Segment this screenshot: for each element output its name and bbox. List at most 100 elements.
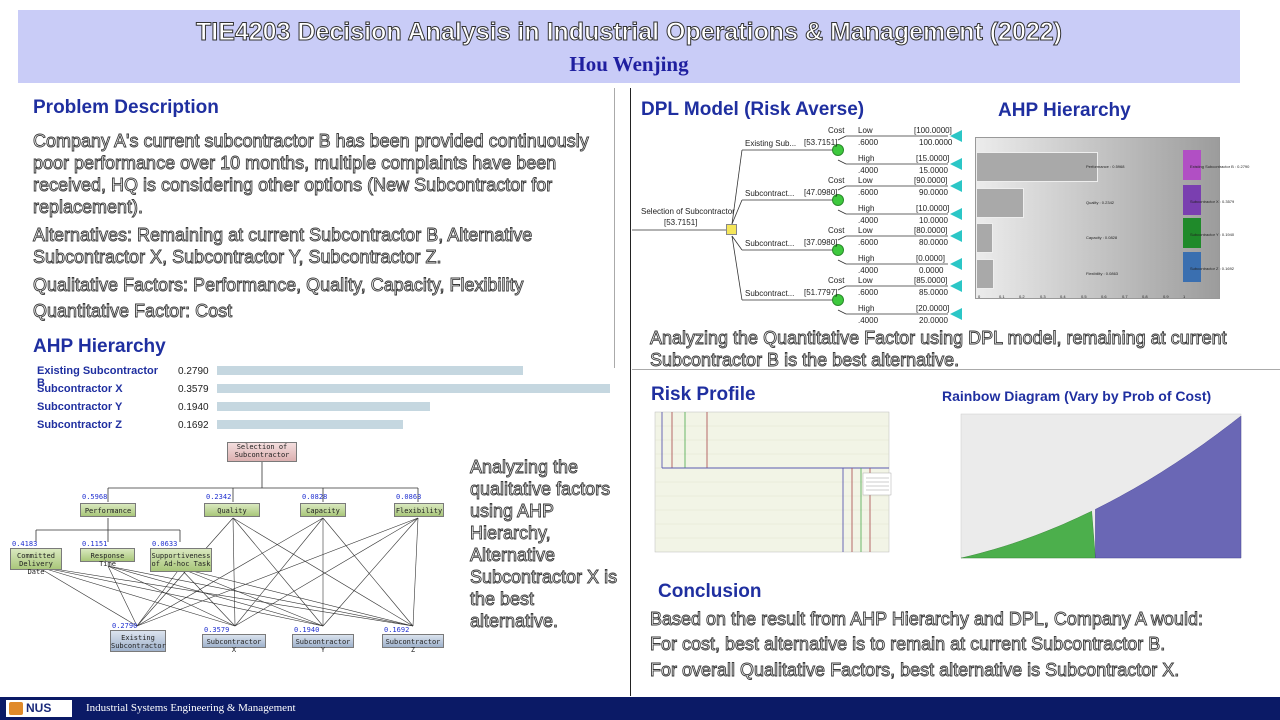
dpl-high-label: High <box>858 254 875 263</box>
dpl-high-bracket: [15.0000] <box>916 154 950 163</box>
alternatives-paragraph: Alternatives: Remaining at current Subco… <box>33 225 533 268</box>
ahp-row-name: Existing Subcontractor B <box>37 365 159 389</box>
rainbow-area-existing <box>960 510 1096 559</box>
dpl-heading: DPL Model (Risk Averse) <box>641 99 865 120</box>
ahp-alternative-label: Existing Subcontractor B : 0.2790 <box>1190 164 1250 169</box>
ahp-axis-tick: 1 <box>1183 294 1186 299</box>
dpl-p-low: .6000 <box>858 138 879 147</box>
dpl-high-value: 10.0000 <box>919 216 948 225</box>
dpl-cost-label: Cost <box>828 276 845 285</box>
dpl-p-low: .6000 <box>858 238 879 247</box>
dpl-tree-line <box>837 209 847 215</box>
dpl-low-label: Low <box>858 226 873 235</box>
ahp-row-bar <box>217 366 523 375</box>
nus-crest-icon <box>9 702 23 715</box>
dpl-branch-value: [51.7797] <box>804 288 838 297</box>
dpl-high-label: High <box>858 204 875 213</box>
conclusion-line-2: For cost, best alternative is to remain … <box>650 634 1166 655</box>
subcriterion-label: Supportiveness of Ad-hoc Task <box>151 552 211 568</box>
alternative-weight: 0.1940 <box>294 626 320 634</box>
criterion-node: Capacity <box>300 503 346 517</box>
alternative-node: Subcontractor Z <box>382 634 444 654</box>
dpl-tree-line <box>837 159 847 165</box>
subcriterion-weight: 0.0633 <box>152 540 178 548</box>
ahp-axis-tick: 0 <box>978 294 981 299</box>
ahp-criterion-label: Quality : 0.2342 <box>1086 200 1115 205</box>
endpoint-triangle-icon <box>950 308 962 320</box>
dpl-tree-line <box>837 259 847 265</box>
dpl-high-bracket: [20.0000] <box>916 304 950 313</box>
nus-logo: NUS <box>6 700 72 717</box>
ahp-criterion-bar <box>976 259 994 289</box>
criterion-label: Quality <box>217 507 247 515</box>
ahp-alternative-label: Subcontractor X : 0.3579 <box>1190 199 1235 204</box>
ahp-alternative-swatch <box>1183 185 1201 215</box>
dpl-branch-name: Subcontract... <box>745 239 795 248</box>
dpl-low-value: 85.0000 <box>919 288 948 297</box>
alternative-node: Subcontractor X <box>202 634 266 654</box>
ahp-criterion-bar <box>976 223 993 253</box>
quantitative-paragraph: Quantitative Factor: Cost <box>33 301 233 322</box>
ahp-axis-tick: 0.8 <box>1142 294 1148 299</box>
dpl-high-value: 20.0000 <box>919 316 948 325</box>
dpl-cost-label: Cost <box>828 126 845 135</box>
ahp-row-name: Subcontractor Y <box>37 401 123 413</box>
problem-heading: Problem Description <box>33 97 219 118</box>
ahp-criterion-bar <box>976 188 1024 218</box>
alternative-weight: 0.3579 <box>204 626 230 634</box>
dpl-low-bracket: [85.0000] <box>914 276 948 285</box>
ahp-alternative-swatch <box>1183 150 1201 180</box>
chance-node-icon <box>832 294 844 306</box>
ahp-row-bar <box>217 384 610 393</box>
ahp-row-bar <box>217 402 430 411</box>
ahp-axis-tick: 0.5 <box>1081 294 1087 299</box>
endpoint-triangle-icon <box>950 280 962 292</box>
ahp-criterion-label: Performance : 0.5968 <box>1086 164 1125 169</box>
vertical-divider-upper <box>614 88 615 368</box>
subcriterion-node: Committed Delivery Date <box>10 548 62 576</box>
dpl-low-value: 90.0000 <box>919 188 948 197</box>
alternative-node: Existing Subcontractor <box>110 630 166 652</box>
subcriterion-node: Response Time <box>80 548 135 568</box>
dpl-tree-line <box>837 309 847 315</box>
ahp-criterion-label: Capacity : 0.0828 <box>1086 235 1118 240</box>
decision-node-icon <box>726 224 737 235</box>
ahp-row-value: 0.1940 <box>178 402 209 413</box>
ahp-axis-tick: 0.1 <box>999 294 1005 299</box>
qualitative-paragraph: Qualitative Factors: Performance, Qualit… <box>33 275 524 296</box>
problem-paragraph: Company A's current subcontractor B has … <box>33 131 590 218</box>
vertical-divider <box>630 88 631 696</box>
dpl-low-label: Low <box>858 276 873 285</box>
dpl-branch-value: [37.0980] <box>804 238 838 247</box>
conclusion-line-1: Based on the result from AHP Hierarchy a… <box>650 609 1204 630</box>
risk-profile-chart <box>645 410 893 558</box>
chance-node-icon <box>832 244 844 256</box>
ahp-criterion-label: Flexibility : 0.0863 <box>1086 271 1119 276</box>
dpl-tree-lines <box>632 135 948 315</box>
ahp-row-name: Subcontractor Z <box>37 419 122 431</box>
ahp-left-heading: AHP Hierarchy <box>33 336 166 357</box>
dpl-p-high: .4000 <box>858 266 879 275</box>
ahp-alternative-label: Subcontractor Z : 0.1692 <box>1190 266 1235 271</box>
dpl-high-bracket: [10.0000] <box>916 204 950 213</box>
dpl-high-label: High <box>858 154 875 163</box>
ahp-hierarchy-lines <box>35 462 419 627</box>
dpl-branch-value: [53.7151] <box>804 138 838 147</box>
dpl-tree-line <box>731 199 743 225</box>
dpl-p-high: .4000 <box>858 316 879 325</box>
dpl-root-label: Selection of Subcontractor <box>641 207 735 216</box>
risk-profile-heading: Risk Profile <box>651 384 756 405</box>
dpl-high-bracket: [0.0000] <box>916 254 945 263</box>
goal-label: Selection of Subcontractor <box>234 443 290 459</box>
subcriterion-label: Response Time <box>90 552 125 568</box>
dpl-branch-value: [47.0980] <box>804 188 838 197</box>
ahp-alternative-label: Subcontractor Y : 0.1940 <box>1190 232 1235 237</box>
dpl-p-low: .6000 <box>858 288 879 297</box>
dpl-low-label: Low <box>858 126 873 135</box>
subcriterion-node: Supportiveness of Ad-hoc Task <box>150 548 212 572</box>
chance-node-icon <box>832 194 844 206</box>
endpoint-triangle-icon <box>950 180 962 192</box>
alternative-label: Subcontractor Z <box>385 638 441 654</box>
conclusion-heading: Conclusion <box>658 581 762 602</box>
ahp-axis-tick: 0.2 <box>1019 294 1025 299</box>
